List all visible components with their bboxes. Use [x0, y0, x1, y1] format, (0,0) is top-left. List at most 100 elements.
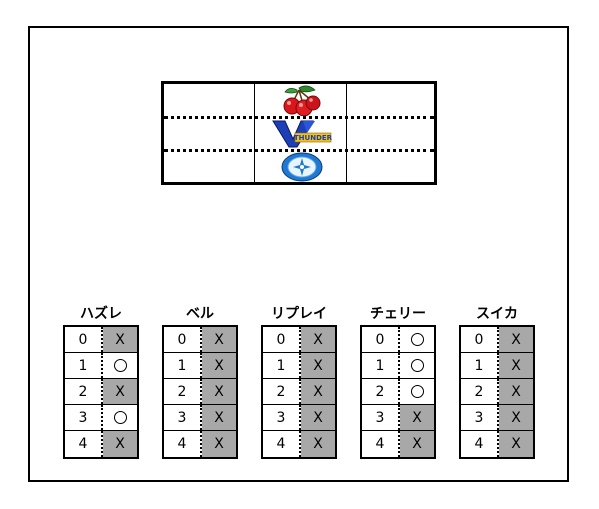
circle-cell	[103, 405, 137, 430]
reel-divider	[254, 84, 255, 182]
row-number: 0	[164, 327, 202, 352]
cross-cell: X	[301, 379, 335, 404]
row-number: 3	[461, 405, 499, 430]
cross-cell: X	[499, 405, 533, 430]
circle-cell	[400, 353, 434, 378]
row-number: 1	[65, 353, 103, 378]
row-number: 4	[362, 431, 400, 457]
row-number: 4	[164, 431, 202, 457]
row-number: 3	[65, 405, 103, 430]
cross-cell: X	[202, 431, 236, 457]
reel-window: THUNDER	[161, 81, 437, 185]
cross-cell: X	[499, 379, 533, 404]
cross-cell: X	[202, 405, 236, 430]
circle-icon	[113, 359, 127, 372]
cross-cell: X	[202, 353, 236, 378]
row-number: 4	[263, 431, 301, 457]
circle-icon	[410, 359, 424, 372]
table-title: スイカ	[476, 306, 518, 322]
row-number: 2	[263, 379, 301, 404]
circle-icon	[410, 385, 424, 398]
row-number: 2	[65, 379, 103, 404]
thunder-v-logo-icon: THUNDER	[257, 118, 347, 150]
cross-cell: X	[202, 379, 236, 404]
row-number: 0	[263, 327, 301, 352]
row-number: 0	[461, 327, 499, 352]
cross-cell: X	[103, 327, 137, 352]
cross-cell: X	[301, 327, 335, 352]
row-number: 2	[164, 379, 202, 404]
cross-cell: X	[301, 353, 335, 378]
row-number: 1	[362, 353, 400, 378]
cross-cell: X	[301, 405, 335, 430]
table-title: チェリー	[370, 306, 426, 322]
row-number: 3	[263, 405, 301, 430]
row-number: 3	[164, 405, 202, 430]
pay-line	[164, 149, 434, 152]
row-number: 1	[164, 353, 202, 378]
circle-cell	[400, 379, 434, 404]
table-row: 1	[65, 353, 137, 379]
cross-cell: X	[499, 353, 533, 378]
cross-cell: X	[400, 405, 434, 430]
cherry-icon	[257, 84, 347, 116]
circle-icon	[410, 333, 424, 346]
cross-cell: X	[301, 431, 335, 457]
cross-cell: X	[202, 327, 236, 352]
svg-text:THUNDER: THUNDER	[294, 134, 333, 142]
cross-cell: X	[103, 431, 137, 457]
cross-cell: X	[103, 379, 137, 404]
table-row: 2	[362, 379, 434, 405]
reel-divider	[346, 84, 347, 182]
table-row: 0	[362, 327, 434, 353]
table-title: ベル	[186, 306, 214, 322]
row-number: 4	[65, 431, 103, 457]
row-number: 1	[263, 353, 301, 378]
row-number: 1	[461, 353, 499, 378]
pay-line	[164, 116, 434, 119]
row-number: 0	[362, 327, 400, 352]
blue-seven-emblem-icon	[257, 151, 347, 183]
cross-cell: X	[400, 431, 434, 457]
cross-cell: X	[499, 431, 533, 457]
cross-cell: X	[499, 327, 533, 352]
table-row: 1	[362, 353, 434, 379]
row-number: 2	[461, 379, 499, 404]
row-number: 2	[362, 379, 400, 404]
circle-cell	[400, 327, 434, 352]
row-number: 0	[65, 327, 103, 352]
circle-icon	[113, 411, 127, 424]
row-number: 3	[362, 405, 400, 430]
table-row: 3	[65, 405, 137, 431]
circle-cell	[103, 353, 137, 378]
